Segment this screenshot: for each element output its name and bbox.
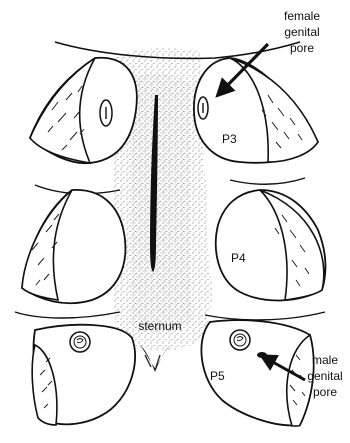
female-pore-label-line3: pore	[290, 41, 314, 55]
coxa-p4-right	[216, 190, 326, 300]
female-pore-label-line2: genital	[284, 25, 319, 39]
segment-line-right-upper	[230, 178, 305, 184]
p4-label: P4	[231, 251, 246, 265]
coxa-p4-left	[22, 190, 125, 303]
male-pore-label-line1: male	[312, 353, 338, 367]
male-pore-label-line3: pore	[313, 385, 337, 399]
coxa-p3-right	[194, 58, 318, 163]
sternum-label: sternum	[138, 319, 181, 333]
rosette-p5-left	[70, 332, 90, 352]
rosette-p5-right	[230, 330, 250, 350]
segment-line-left-lower	[15, 312, 120, 318]
p3-label: P3	[222, 132, 237, 146]
segment-line-right-lower	[205, 312, 325, 320]
male-pore-label-line2: genital	[307, 369, 342, 383]
coxa-p3-left	[30, 58, 137, 163]
female-pore-label-line1: female	[284, 9, 320, 23]
coxa-p5-left	[32, 325, 135, 425]
p5-label: P5	[210, 369, 225, 383]
